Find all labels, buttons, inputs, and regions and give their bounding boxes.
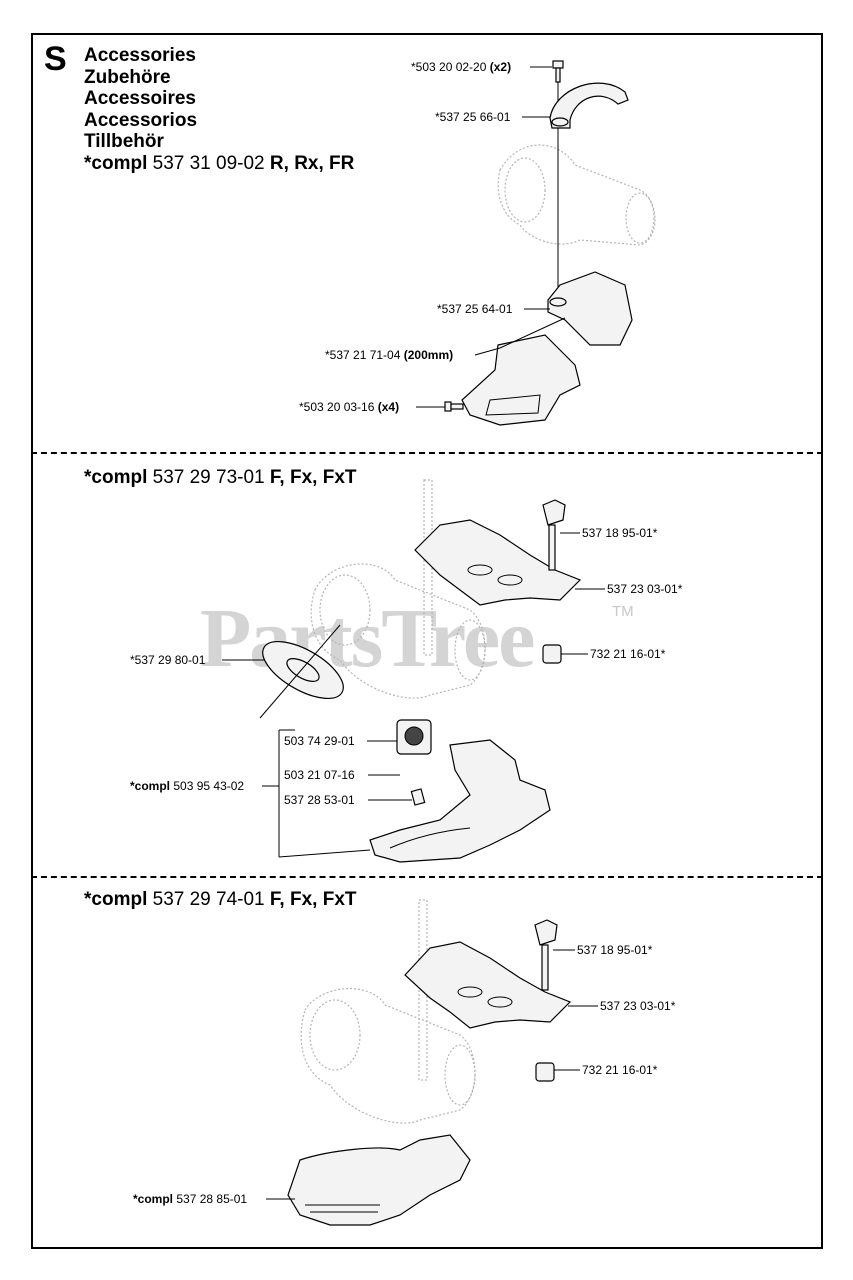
part-label: *compl 503 95 43-02 — [130, 779, 245, 793]
section-divider — [31, 452, 823, 454]
page-frame — [31, 33, 823, 1249]
compl-kit-title: *compl 537 31 09-02 R, Rx, FR — [84, 152, 355, 174]
part-label: 503 21 07-16 — [284, 768, 355, 782]
knife-icon — [410, 788, 426, 806]
part-label: *503 20 03-16 (x4) — [299, 400, 400, 414]
trimmer-body-ghost-2 — [310, 479, 486, 699]
watermark: PartsTree — [200, 592, 535, 685]
section-letter: S — [44, 40, 67, 78]
section-divider — [31, 876, 823, 878]
clamp-bottom-icon — [547, 271, 633, 346]
leader — [499, 317, 566, 349]
compl-kit-title: *compl 537 29 73-01 F, Fx, FxT — [84, 467, 357, 488]
title-de: Zubehöre — [84, 66, 171, 88]
grass-blade-guard-icon — [369, 739, 551, 863]
guard-icon — [461, 334, 581, 426]
clamp-top-icon — [549, 82, 629, 129]
part-label: 537 18 95-01* — [582, 526, 658, 540]
title-es: Accessorios — [84, 109, 198, 131]
screw-icon — [542, 499, 566, 571]
part-label: *537 25 66-01 — [435, 110, 511, 124]
section-titles: Accessories Zubehöre Accessoires Accesso… — [84, 45, 354, 174]
bracket-icon — [414, 519, 582, 606]
part-label: 732 21 16-01* — [590, 647, 666, 661]
part-label: *537 29 80-01 — [130, 653, 206, 667]
cover-icon — [287, 1134, 471, 1226]
part-label: 537 23 03-01* — [607, 582, 683, 596]
screw-icon — [534, 919, 558, 991]
part-label: *537 25 64-01 — [437, 302, 513, 316]
trademark: TM — [612, 603, 634, 620]
part-label: 537 18 95-01* — [577, 943, 653, 957]
part-label: 503 74 29-01 — [284, 734, 355, 748]
bracket-icon — [404, 941, 572, 1029]
part-label: *compl 537 28 85-01 — [133, 1192, 248, 1206]
part-label: *537 21 71-04 (200mm) — [325, 348, 454, 362]
title-fr: Accessoires — [84, 88, 196, 109]
part-label: 537 28 53-01 — [284, 793, 355, 807]
part-label: 732 21 16-01* — [582, 1063, 658, 1077]
title-sv: Tillbehör — [84, 131, 164, 152]
compl-kit-title: *compl 537 29 74-01 F, Fx, FxT — [84, 889, 357, 910]
title-en: Accessories — [84, 45, 196, 66]
part-label: 537 23 03-01* — [600, 999, 676, 1013]
part-label: *503 20 02-20 (x2) — [411, 60, 512, 74]
bracket-group-line — [278, 729, 371, 858]
nut-icon — [535, 1062, 555, 1082]
trimmer-body-ghost-1 — [497, 144, 656, 246]
decal-icon — [396, 719, 432, 755]
screw-top-icon — [552, 60, 564, 83]
leader — [259, 624, 341, 719]
